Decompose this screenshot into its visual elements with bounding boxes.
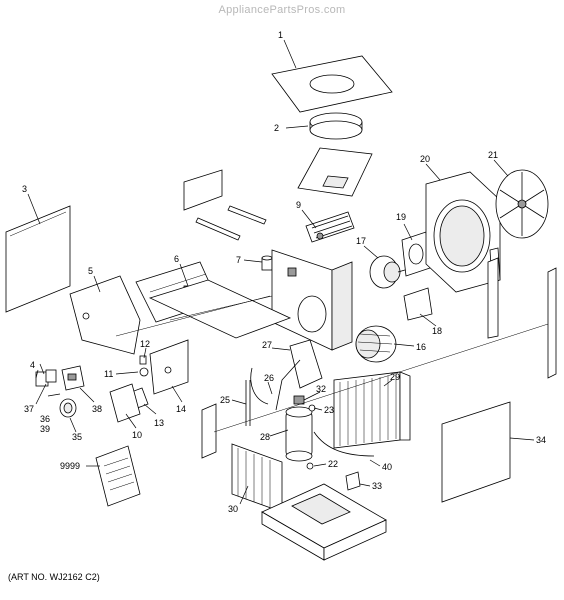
part-electronic-bracket[interactable]: [149, 339, 189, 395]
part-partition-strips[interactable]: [183, 169, 267, 241]
callout-38[interactable]: 38: [92, 404, 102, 414]
callout-21[interactable]: 21: [488, 150, 498, 160]
part-side-panel-left[interactable]: [5, 205, 71, 313]
callout-39[interactable]: 39: [40, 424, 50, 434]
art-number: (ART NO. WJ2162 C2): [8, 572, 100, 582]
part-manual[interactable]: [95, 445, 141, 507]
callout-36[interactable]: 36: [40, 414, 50, 424]
part-mount[interactable]: [345, 471, 361, 491]
part-compressor[interactable]: [285, 395, 313, 462]
callout-16[interactable]: 16: [416, 342, 426, 352]
callout-30[interactable]: 30: [228, 504, 238, 514]
part-valve-assembly[interactable]: [275, 339, 323, 411]
part-access-panel[interactable]: [201, 403, 217, 459]
part-terminal[interactable]: [139, 367, 149, 377]
part-motor-mount[interactable]: [403, 287, 433, 321]
callout-3[interactable]: 3: [22, 184, 27, 194]
callout-32[interactable]: 32: [316, 384, 326, 394]
callout-34[interactable]: 34: [536, 435, 546, 445]
callout-35[interactable]: 35: [72, 432, 82, 442]
callout-20[interactable]: 20: [420, 154, 430, 164]
part-orifice-ring[interactable]: [309, 112, 363, 140]
part-condenser-shroud[interactable]: [425, 171, 501, 293]
part-control-board[interactable]: [109, 383, 141, 423]
callout-5[interactable]: 5: [88, 266, 93, 276]
part-fan-blade[interactable]: [495, 169, 549, 239]
part-evaporator-coil[interactable]: [333, 371, 411, 449]
callout-40[interactable]: 40: [382, 462, 392, 472]
callout-14[interactable]: 14: [176, 404, 186, 414]
callout-22[interactable]: 22: [328, 459, 338, 469]
callout-19[interactable]: 19: [396, 212, 406, 222]
part-control-cover[interactable]: [69, 275, 141, 355]
callout-33[interactable]: 33: [372, 481, 382, 491]
callout-13[interactable]: 13: [154, 418, 164, 428]
callout-27[interactable]: 27: [262, 340, 272, 350]
callout-37[interactable]: 37: [24, 404, 34, 414]
part-switch-stack[interactable]: [35, 365, 85, 391]
leader-lines: [27, 39, 535, 505]
callout-23[interactable]: 23: [324, 405, 334, 415]
callout-4[interactable]: 4: [30, 360, 35, 370]
callout-1[interactable]: 1: [278, 30, 283, 40]
part-knob[interactable]: [59, 398, 77, 418]
part-capacitor[interactable]: [261, 255, 273, 271]
callout-28[interactable]: 28: [260, 432, 270, 442]
callout-6[interactable]: 6: [174, 254, 179, 264]
watermark: AppliancePartsPros.com: [218, 4, 346, 16]
part-tube[interactable]: [250, 367, 269, 405]
part-bulkhead[interactable]: [271, 249, 353, 351]
callout-29[interactable]: 29: [390, 372, 400, 382]
part-heater-element[interactable]: [305, 211, 355, 243]
callout-11[interactable]: 11: [104, 369, 113, 379]
callout-26[interactable]: 26: [264, 373, 274, 383]
part-clip[interactable]: [139, 355, 147, 365]
callout-labels: 1 2 3 4 5 6 7 9 10 11 12 13 14 16 17 18 …: [22, 30, 546, 514]
callout-9999[interactable]: 9999: [60, 461, 80, 471]
part-condenser-coil[interactable]: [231, 443, 283, 513]
callout-12[interactable]: 12: [140, 339, 150, 349]
part-fitting[interactable]: [306, 462, 314, 470]
part-blower-wheel[interactable]: [355, 325, 397, 363]
callout-10[interactable]: 10: [132, 430, 142, 440]
alignment-lines: [115, 295, 549, 433]
callout-7[interactable]: 7: [236, 255, 241, 265]
part-side-panel-right[interactable]: [441, 401, 511, 503]
part-refrigerant-line[interactable]: [313, 431, 375, 457]
callout-2[interactable]: 2: [274, 123, 279, 133]
callout-9[interactable]: 9: [296, 200, 301, 210]
callout-25[interactable]: 25: [220, 395, 230, 405]
part-shroud[interactable]: [297, 147, 373, 197]
callout-18[interactable]: 18: [432, 326, 442, 336]
callout-17[interactable]: 17: [356, 236, 366, 246]
part-top-cover[interactable]: [271, 55, 393, 113]
part-rear-strips[interactable]: [487, 257, 557, 379]
part-drain-tube[interactable]: [245, 380, 251, 426]
part-base-pan[interactable]: [261, 483, 387, 561]
